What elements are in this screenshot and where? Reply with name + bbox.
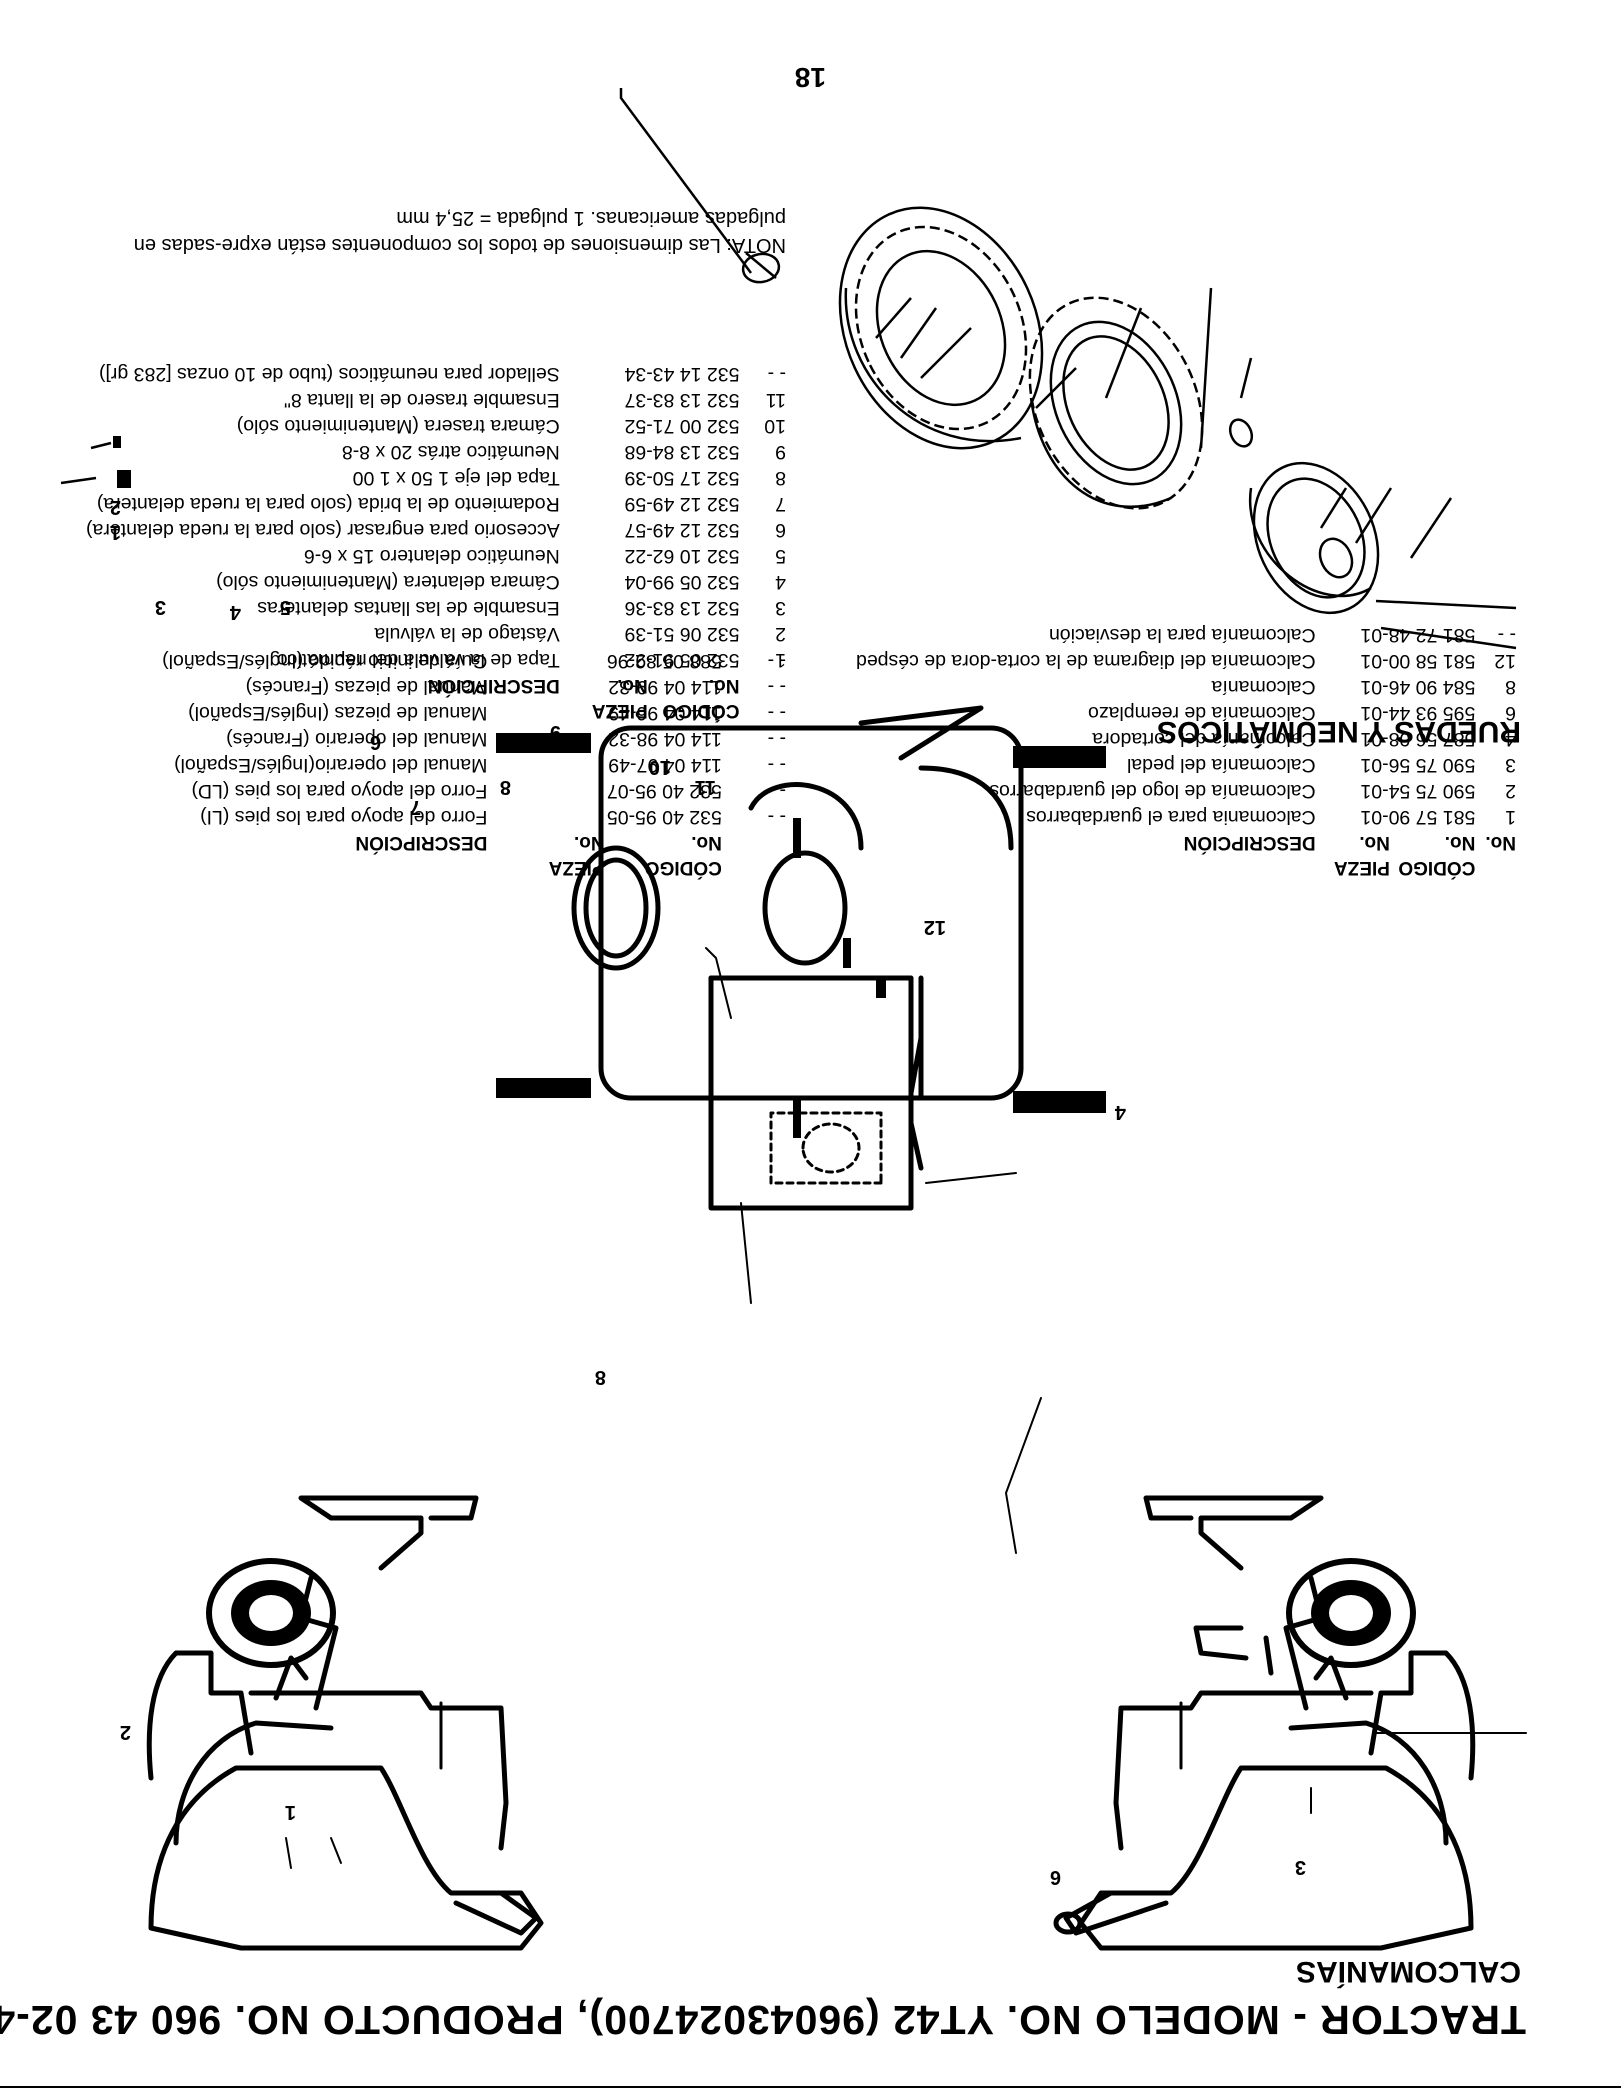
wheel-callout-5: 5 <box>279 596 291 618</box>
dimension-note: NOTA: Las dimensiones de todos los compo… <box>133 207 786 256</box>
wheel-callout-11: 11 <box>694 776 716 798</box>
wheel-callout-8: 8 <box>499 776 511 798</box>
wheel-callout-3: 3 <box>154 596 166 618</box>
page-number: 18 <box>794 62 826 93</box>
wheel-callout-2: 2 <box>109 496 121 518</box>
top-view <box>496 705 1106 1211</box>
side-view-left <box>1053 1495 1476 1951</box>
wheel-callout-1: 1 <box>109 521 121 543</box>
wheel-callout-9: 9 <box>549 721 561 743</box>
wheel-callout-7: 7 <box>409 796 421 818</box>
wheel-callout-10: 10 <box>648 756 671 778</box>
wheel-callout-4: 4 <box>229 601 241 623</box>
side-view-right <box>146 1495 544 1951</box>
wheel-callout-6: 6 <box>369 731 381 753</box>
